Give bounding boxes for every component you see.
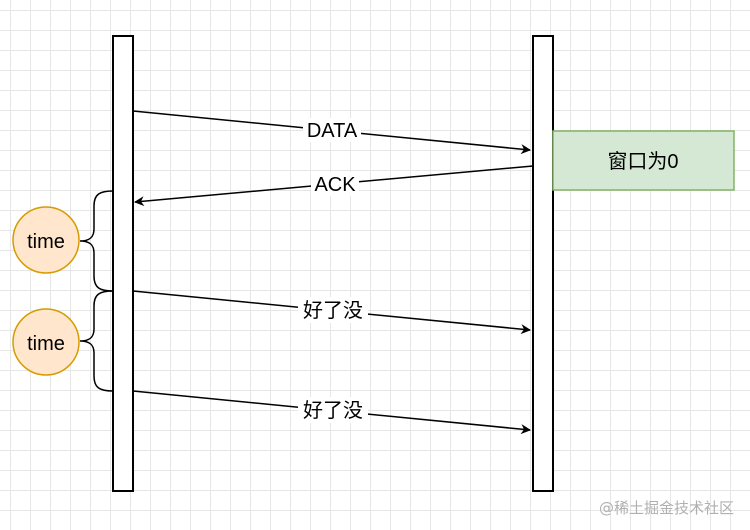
timer-brace-2 <box>79 290 114 392</box>
watermark: @稀土掘金技术社区 <box>599 499 734 517</box>
message-probe-1-label: 好了没 <box>303 299 363 322</box>
timer-2: time <box>12 308 80 376</box>
message-probe-1-arrow: 好了没 <box>132 290 531 335</box>
timer-1: time <box>12 206 80 274</box>
receiver-lifeline <box>532 35 554 492</box>
sender-lifeline <box>112 35 134 492</box>
message-data-label: DATA <box>307 120 358 142</box>
timer-2-label: time <box>27 333 65 355</box>
timer-brace-1 <box>79 190 114 292</box>
window-zero-note: 窗口为0 <box>552 130 735 191</box>
message-ack-label: ACK <box>314 174 356 196</box>
message-probe-2-arrow: 好了没 <box>132 390 531 435</box>
timer-1-label: time <box>27 231 65 253</box>
message-ack-arrow: ACK <box>134 165 534 207</box>
message-data-arrow: DATA <box>132 110 531 155</box>
window-zero-label: 窗口为0 <box>607 150 678 173</box>
message-probe-2-label: 好了没 <box>303 399 363 422</box>
